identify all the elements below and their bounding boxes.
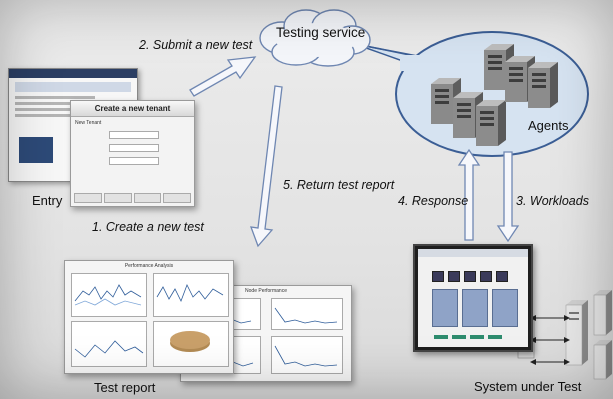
report-window-left: Performance Analysis	[64, 260, 234, 374]
test-report-label: Test report	[94, 380, 156, 395]
agents-label: Agents	[528, 118, 569, 133]
agent-servers	[431, 44, 558, 146]
report-title-left: Performance Analysis	[124, 263, 174, 269]
step-3-label: 3. Workloads	[516, 194, 589, 208]
arrow-workloads	[496, 151, 520, 243]
tenant-field-2	[109, 144, 159, 152]
create-tenant-window: Create a new tenant New Tenant	[70, 100, 195, 207]
step-2-label: 2. Submit a new test	[139, 38, 253, 52]
tenant-tab	[163, 193, 191, 203]
tenant-field-1	[109, 131, 159, 139]
entry-label: Entry	[32, 193, 63, 208]
tenant-tabs	[74, 193, 191, 203]
system-under-test-label: System under Test	[474, 379, 582, 394]
step-1-label: 1. Create a new test	[92, 220, 204, 234]
report-title-right: Node Performance	[245, 288, 287, 294]
testing-service-label: Testing service	[276, 25, 366, 40]
step-4-label: 4. Response	[398, 194, 469, 208]
tenant-field-3	[109, 157, 159, 165]
arrow-submit	[189, 56, 257, 97]
tenant-window-title: Create a new tenant	[71, 101, 194, 117]
arrow-return-report	[250, 85, 283, 248]
tenant-window-subtitle: New Tenant	[75, 120, 102, 126]
tenant-tab	[133, 193, 162, 203]
tenant-tab	[74, 193, 102, 203]
sut-monitor	[413, 244, 533, 352]
tenant-tab	[103, 193, 132, 203]
arrow-response	[457, 148, 481, 241]
step-5-label: 5. Return test report	[283, 178, 395, 192]
